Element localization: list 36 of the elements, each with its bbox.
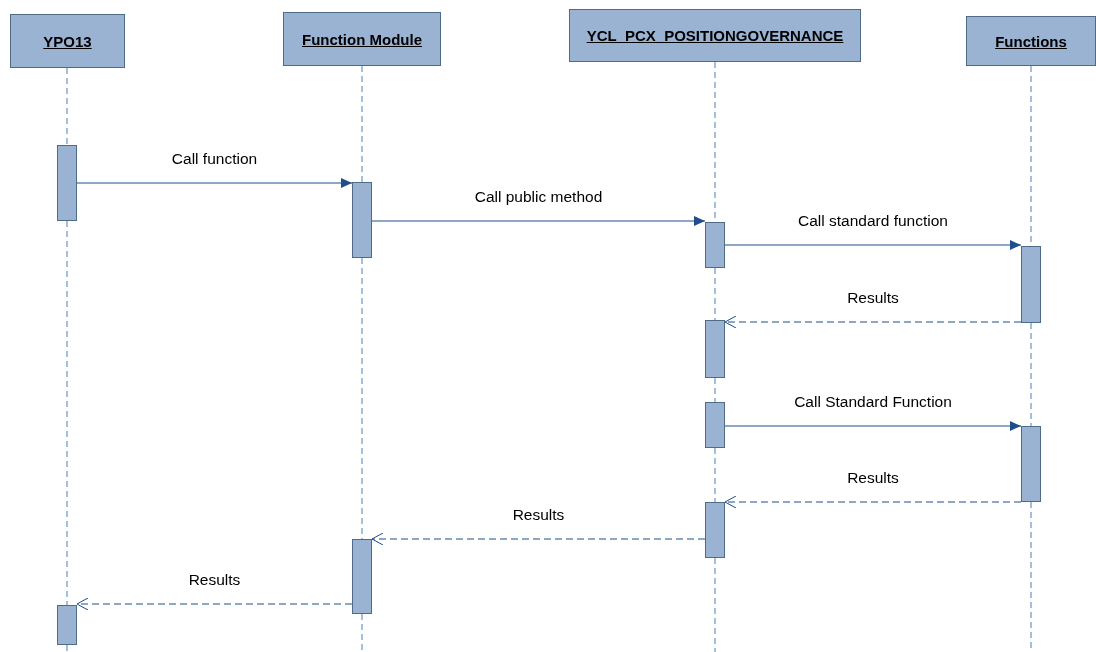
lifeline [714,377,716,403]
activation-bar [705,402,725,448]
activation-bar [1021,246,1041,323]
participant-name: YCL_PCX_POSITIONGOVERNANCE [586,27,844,44]
activation-bar [705,502,725,558]
return-arrow [724,495,1022,509]
lifeline [1030,322,1032,427]
activation-bar [57,605,77,645]
message-arrow [371,216,706,226]
lifeline [714,447,716,503]
return-arrow [76,597,353,611]
participant-name: Functions [995,32,1067,50]
return-arrow [724,315,1022,329]
lifeline [361,65,363,183]
participant-box [569,9,861,62]
activation-bar [705,320,725,378]
participant-name: Function Module [302,30,422,48]
lifeline [361,613,363,652]
participant-name: YPO13 [43,32,92,50]
message-arrow [76,178,353,188]
participant-box [10,14,125,68]
activation-bar [705,222,725,268]
activation-bar [352,182,372,258]
lifeline [66,67,68,146]
lifeline [714,267,716,321]
activation-bar [1021,426,1041,502]
message-arrow [724,240,1022,250]
activation-bar [57,145,77,221]
participant-box [283,12,441,66]
participant-box [966,16,1096,66]
lifeline [66,644,68,652]
lifeline [714,557,716,652]
lifeline [66,220,68,606]
return-arrow [371,532,706,546]
message-arrow [724,421,1022,431]
activation-bar [352,539,372,614]
